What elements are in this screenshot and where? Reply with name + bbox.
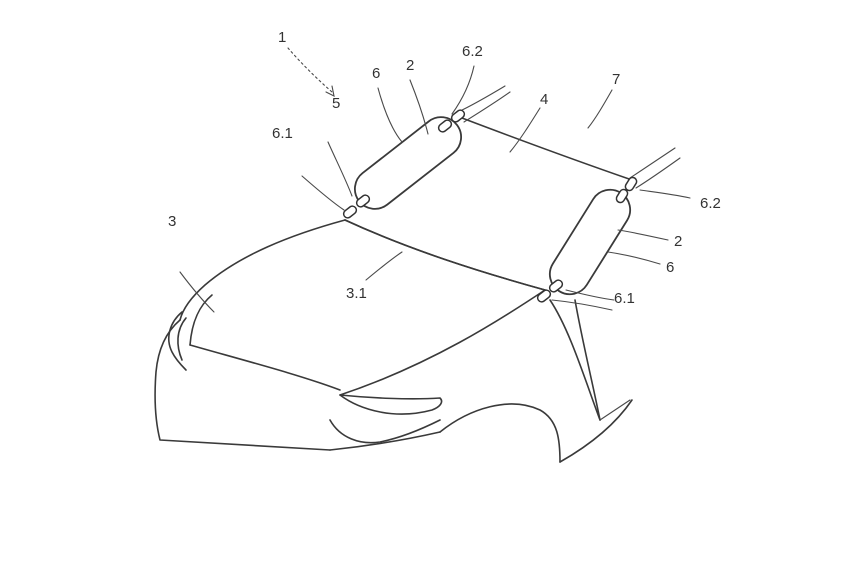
left-upper-link-b [450,109,466,123]
hood-left-edge [179,219,346,321]
right-upper-link-b [624,176,638,192]
door-line [599,399,631,421]
leader-6-right [607,251,661,265]
leader-6-1-left-a [327,141,353,197]
windshield-bottom-edge [344,219,546,291]
leader-2-left [409,79,429,135]
left-front-outline [154,319,331,451]
hood [168,219,546,444]
label-2-left: 2 [406,57,414,74]
leader-6-1-left-b [301,175,345,211]
left-lower-link-b [342,205,358,219]
right-tether-upper-a [629,147,676,179]
windshield-top-edge [461,117,633,181]
leader-2-right [617,229,669,241]
right-airbag-assembly [536,147,681,303]
leader-1 [287,47,333,93]
leader-6-1-right-b [551,299,613,311]
leader-3-1 [365,251,403,281]
label-5: 5 [332,95,340,112]
right-tether-upper-b [635,157,681,189]
right-lower-link-b [536,289,552,303]
hood-rear-edge [344,219,546,291]
bumper-line [329,431,441,451]
reference-labels: 1 5 6 2 6.2 4 7 6.1 3 3.1 6.2 2 6 6.1 [168,29,721,307]
right-upper-link [615,188,629,204]
hood-right-edge [339,289,546,396]
leader-6-1-right-a [565,289,615,301]
label-1: 1 [278,29,286,46]
hood-front-edge [189,344,341,391]
label-6-1-left: 6.1 [272,125,293,142]
a-pillar [549,299,601,421]
leader-6-left [377,87,403,143]
leader-6-2-right [639,189,691,199]
wheel-arch [439,403,561,463]
right-headlight-lower [329,419,441,444]
label-7: 7 [612,71,620,88]
right-side-line [559,399,633,463]
left-tether-upper-a [457,85,506,113]
right-lower-link [548,279,564,293]
hood-crease [189,294,213,346]
left-headlight [168,311,187,371]
label-6-left: 6 [372,65,380,82]
left-tether-upper-b [463,91,511,123]
left-lower-link [355,194,371,208]
leader-7 [587,89,613,129]
label-6-1-right: 6.1 [614,290,635,307]
label-3-1: 3.1 [346,285,367,302]
leader-6-2-left [451,65,475,115]
leader-4 [509,107,541,153]
label-4: 4 [540,91,548,108]
a-pillar-inner [574,299,601,421]
left-headlight-inner [177,317,187,361]
label-6-right: 6 [666,259,674,276]
left-upper-link [437,119,453,133]
leader-3 [179,271,215,313]
label-6-2-left: 6.2 [462,43,483,60]
windshield [344,117,633,291]
car-body [154,299,633,463]
left-airbag-assembly [342,85,511,219]
leader-1-arrowhead [325,85,335,97]
leader-lines [179,47,691,313]
label-2-right: 2 [674,233,682,250]
label-3: 3 [168,213,176,230]
right-headlight [339,394,443,415]
label-6-2-right: 6.2 [700,195,721,212]
